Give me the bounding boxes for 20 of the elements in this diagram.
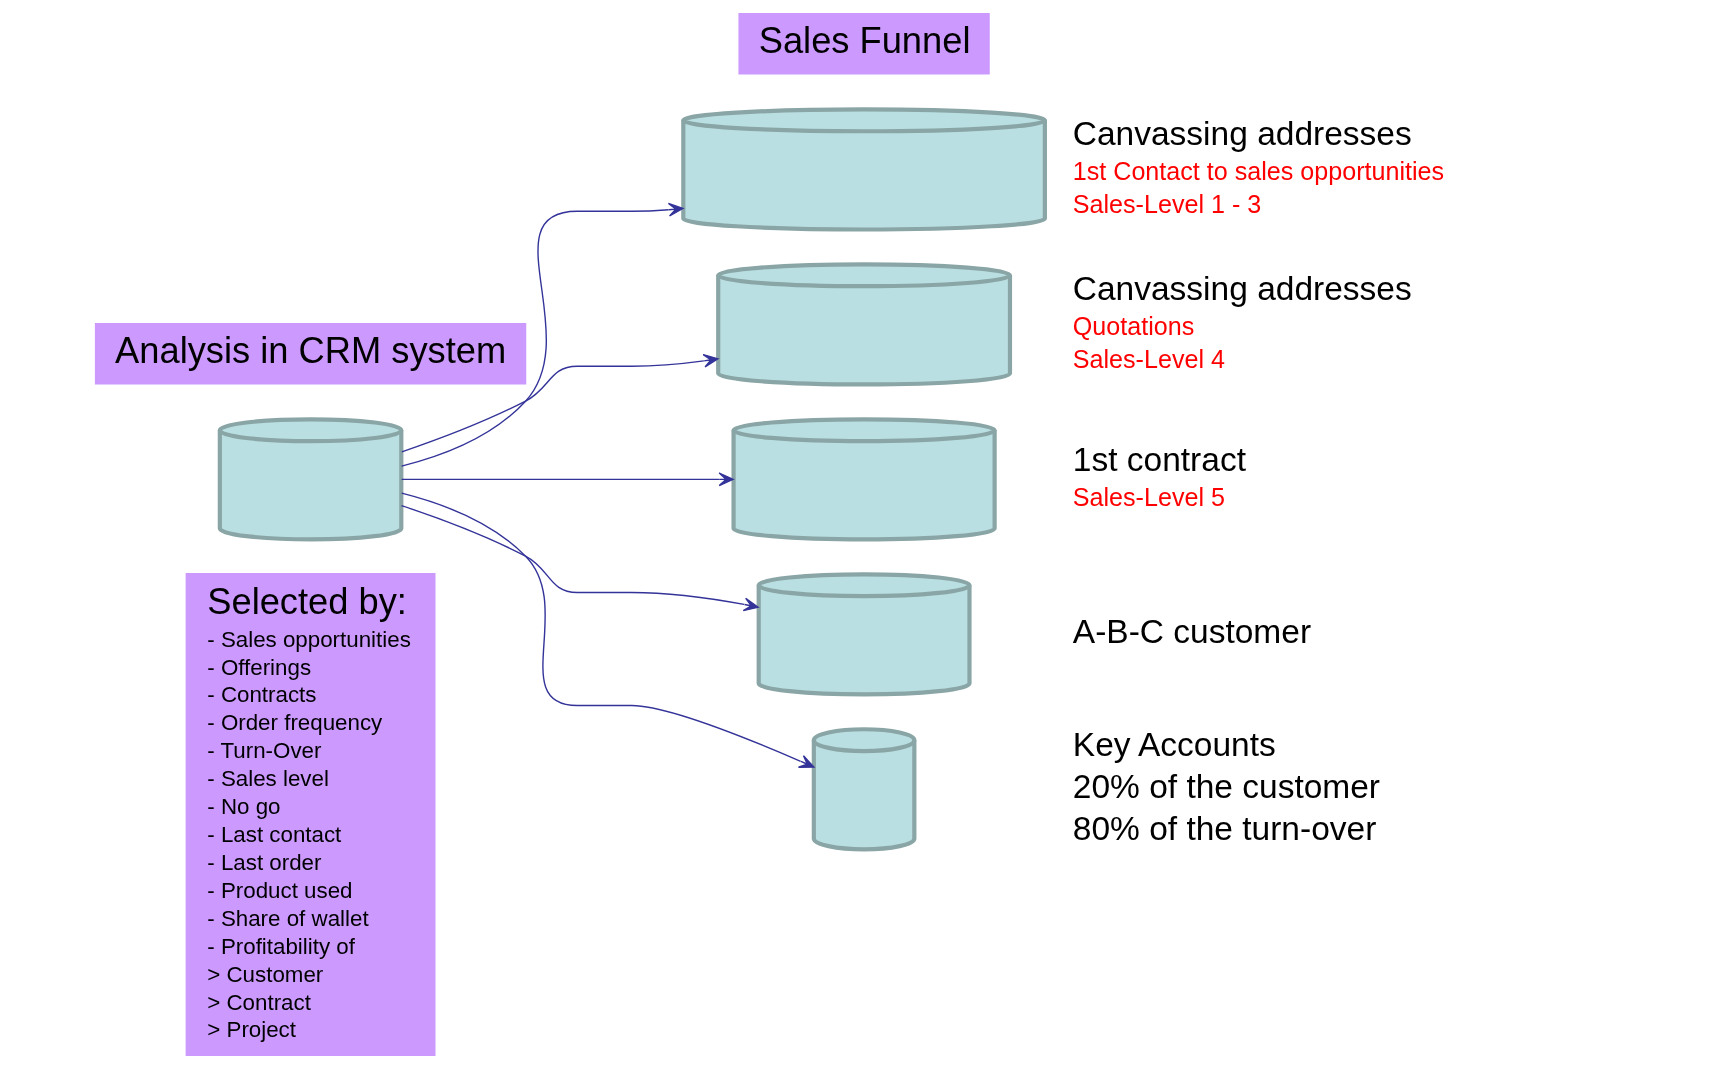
node-label: Sales-Level 1 - 3 <box>1072 190 1262 219</box>
arrow <box>401 353 719 453</box>
node-label: 20% of the customer <box>1072 767 1381 805</box>
node-label: Key Accounts <box>1072 726 1276 764</box>
node-label: Canvassing addresses <box>1072 114 1412 152</box>
node-label: A-B-C customer <box>1072 612 1312 650</box>
node-label: Quotations <box>1072 311 1195 340</box>
node-label: Sales-Level 4 <box>1072 345 1225 374</box>
arrow <box>400 202 684 467</box>
node-label: 80% of the turn-over <box>1072 809 1377 847</box>
node-box: Sales Funnel <box>738 13 990 75</box>
node-label: 1st contract <box>1072 441 1246 479</box>
node-box: Analysis in CRM system <box>94 323 527 385</box>
arrow <box>400 504 759 612</box>
node-label: Sales-Level 5 <box>1072 483 1225 512</box>
arrow <box>401 492 815 768</box>
arrow <box>400 472 734 487</box>
node-box: Selected by: - Sales opportunities - Offerings - Contracts - Order frequency - Turn-Over - Sales level - No go - Last contact - Last order - Product used - Share of wallet - Profitability of > Customer > Contract > Project <box>185 572 436 1056</box>
node-label: 1st Contact to sales opportunities <box>1072 156 1445 185</box>
node-label: Canvassing addresses <box>1072 269 1412 307</box>
